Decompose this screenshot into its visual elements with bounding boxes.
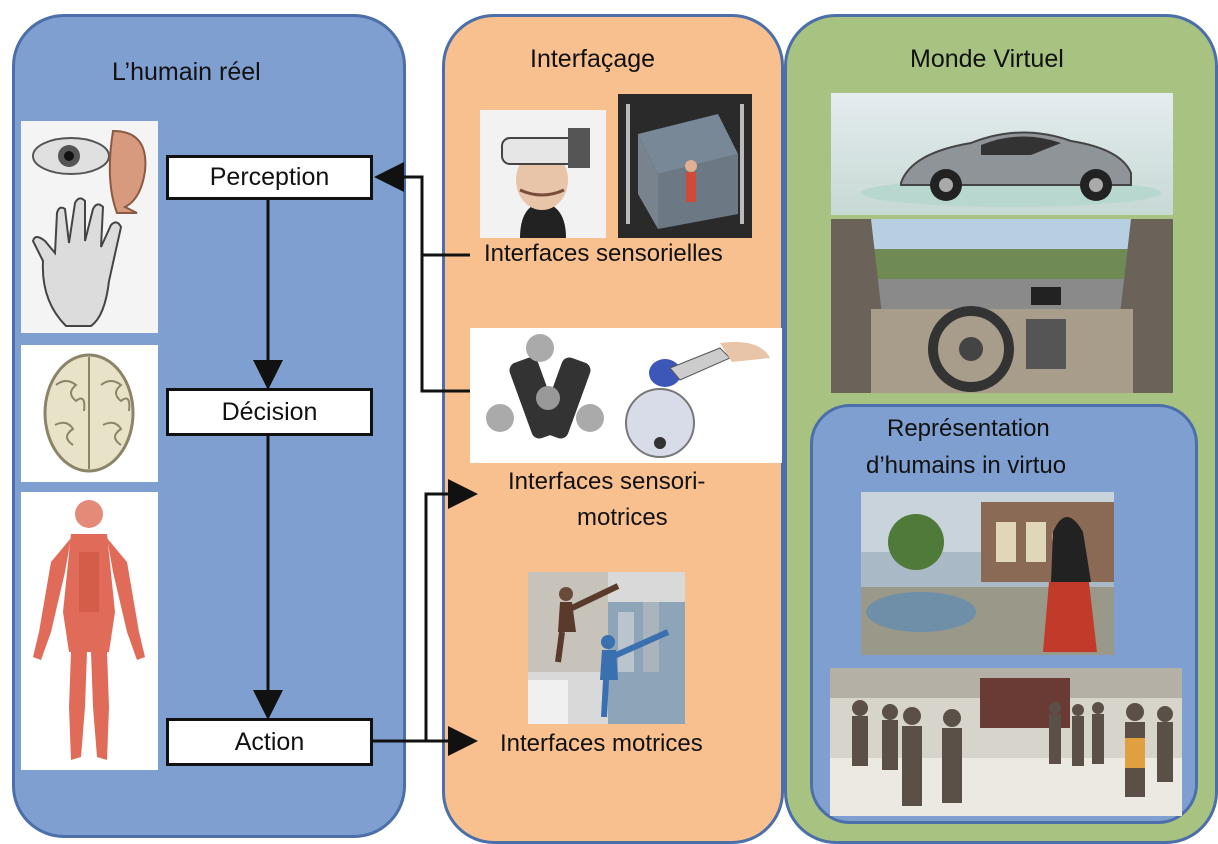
perception-box: Perception [166,155,373,200]
mocap-image [528,572,685,724]
haptic-image [470,328,782,463]
senses-image [21,121,158,333]
representation-title-line1: Représentation [887,415,1050,442]
human-title: L’humain réel [112,58,261,86]
action-box: Action [166,718,373,766]
virtual-car-icon [831,93,1173,215]
virtual-crowd-icon [830,668,1182,816]
virtual-plaza-icon [861,492,1114,655]
eye-ear-hand-icon [21,121,158,333]
virtual-plaza-image [861,492,1114,655]
haptic-device-icon [470,328,782,463]
brain-image [21,345,158,482]
cave-system-icon [618,94,752,238]
interface-title: Interfaçage [530,45,656,73]
sensory-interfaces-label: Interfaces sensorielles [484,240,723,267]
driving-simulator-icon [831,219,1173,393]
virtual-title: Monde Virtuel [910,45,1064,73]
virtual-car-image [831,93,1173,215]
headset-image [480,110,606,238]
sensorimotor-interfaces-label-line1: Interfaces sensori- [508,468,706,495]
motion-capture-icon [528,572,685,724]
virtual-crowd-image [830,668,1182,816]
muscle-body-icon [21,492,158,770]
cave-image [618,94,752,238]
brain-icon [21,345,158,482]
driving-sim-image [831,219,1173,393]
vr-headset-icon [480,110,606,238]
representation-title-line2: d’humains in virtuo [866,452,1067,479]
sensorimotor-interfaces-label-line2: motrices [577,504,668,531]
motor-interfaces-label: Interfaces motrices [500,730,703,757]
decision-box: Décision [166,388,373,436]
muscles-image [21,492,158,770]
